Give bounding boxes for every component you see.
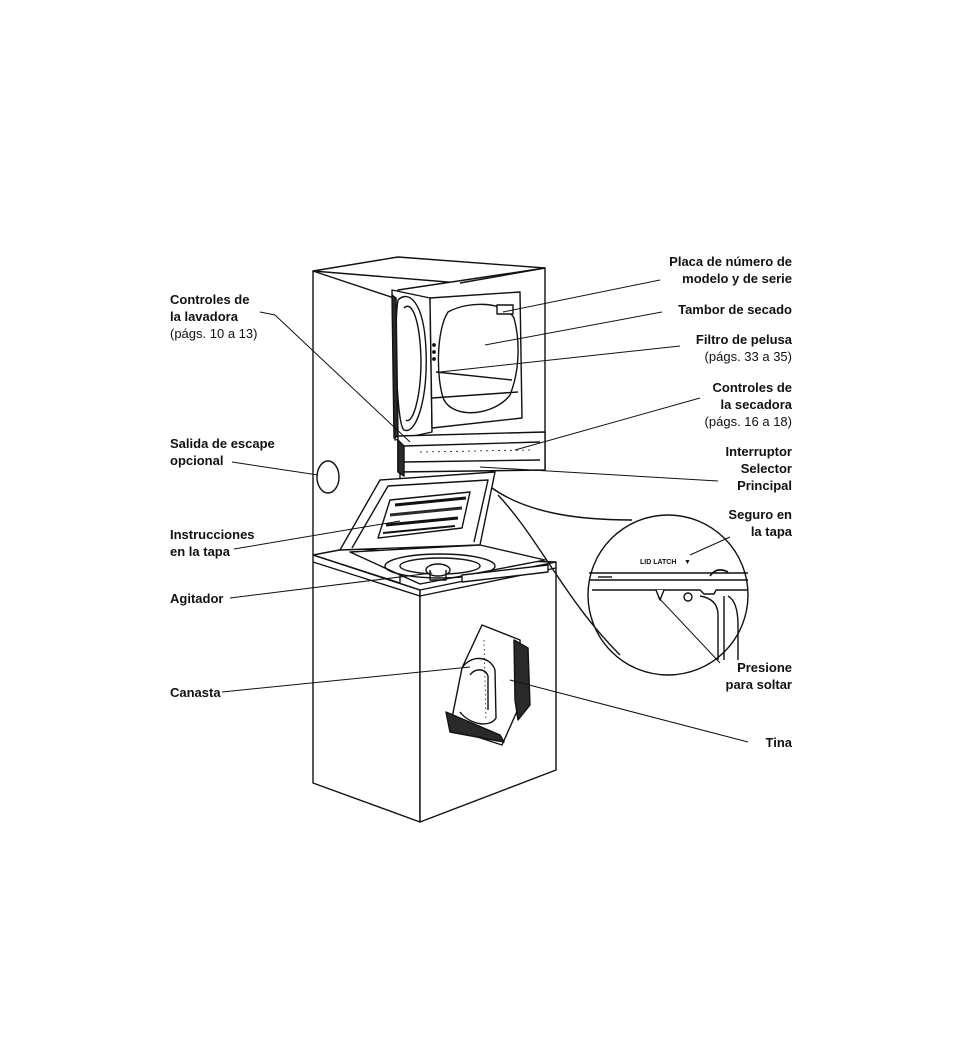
label-canasta: Canasta <box>170 685 221 700</box>
label-salida: Salida de escape opcional <box>170 436 275 468</box>
exhaust-vent <box>316 460 340 494</box>
label-seguro: Seguro en la tapa <box>728 507 792 539</box>
washer-opening <box>349 544 549 585</box>
inset-connector-upper <box>491 487 633 521</box>
svg-text:▼: ▼ <box>684 559 691 566</box>
washer-lid <box>339 471 496 551</box>
leader-lines <box>221 279 749 743</box>
dryer-drum <box>429 291 523 429</box>
lid-latch-caption: LID LATCH <box>640 559 676 566</box>
lid-latch-inset <box>587 514 749 676</box>
label-agitador: Agitador <box>170 591 224 606</box>
label-controles-secadora: Controles de la secadora (págs. 16 a 18) <box>704 380 792 429</box>
lid-latch-text: LID LATCH ▼ <box>640 559 691 566</box>
dryer-door <box>391 289 433 441</box>
label-controles-lavadora: Controles de la lavadora (págs. 10 a 13) <box>170 292 258 341</box>
dryer-control-panel <box>397 431 546 477</box>
label-interruptor: Interruptor Selector Principal <box>725 444 792 493</box>
inset-connector-lower <box>497 494 621 656</box>
label-filtro: Filtro de pelusa (págs. 33 a 35) <box>695 332 792 364</box>
label-tambor: Tambor de secado <box>678 302 792 317</box>
label-instrucciones: Instrucciones en la tapa <box>170 527 255 559</box>
label-tina: Tina <box>765 735 793 750</box>
label-presione: Presione para soltar <box>725 660 792 692</box>
label-placa: Placa de número de modelo y de serie <box>669 254 792 286</box>
